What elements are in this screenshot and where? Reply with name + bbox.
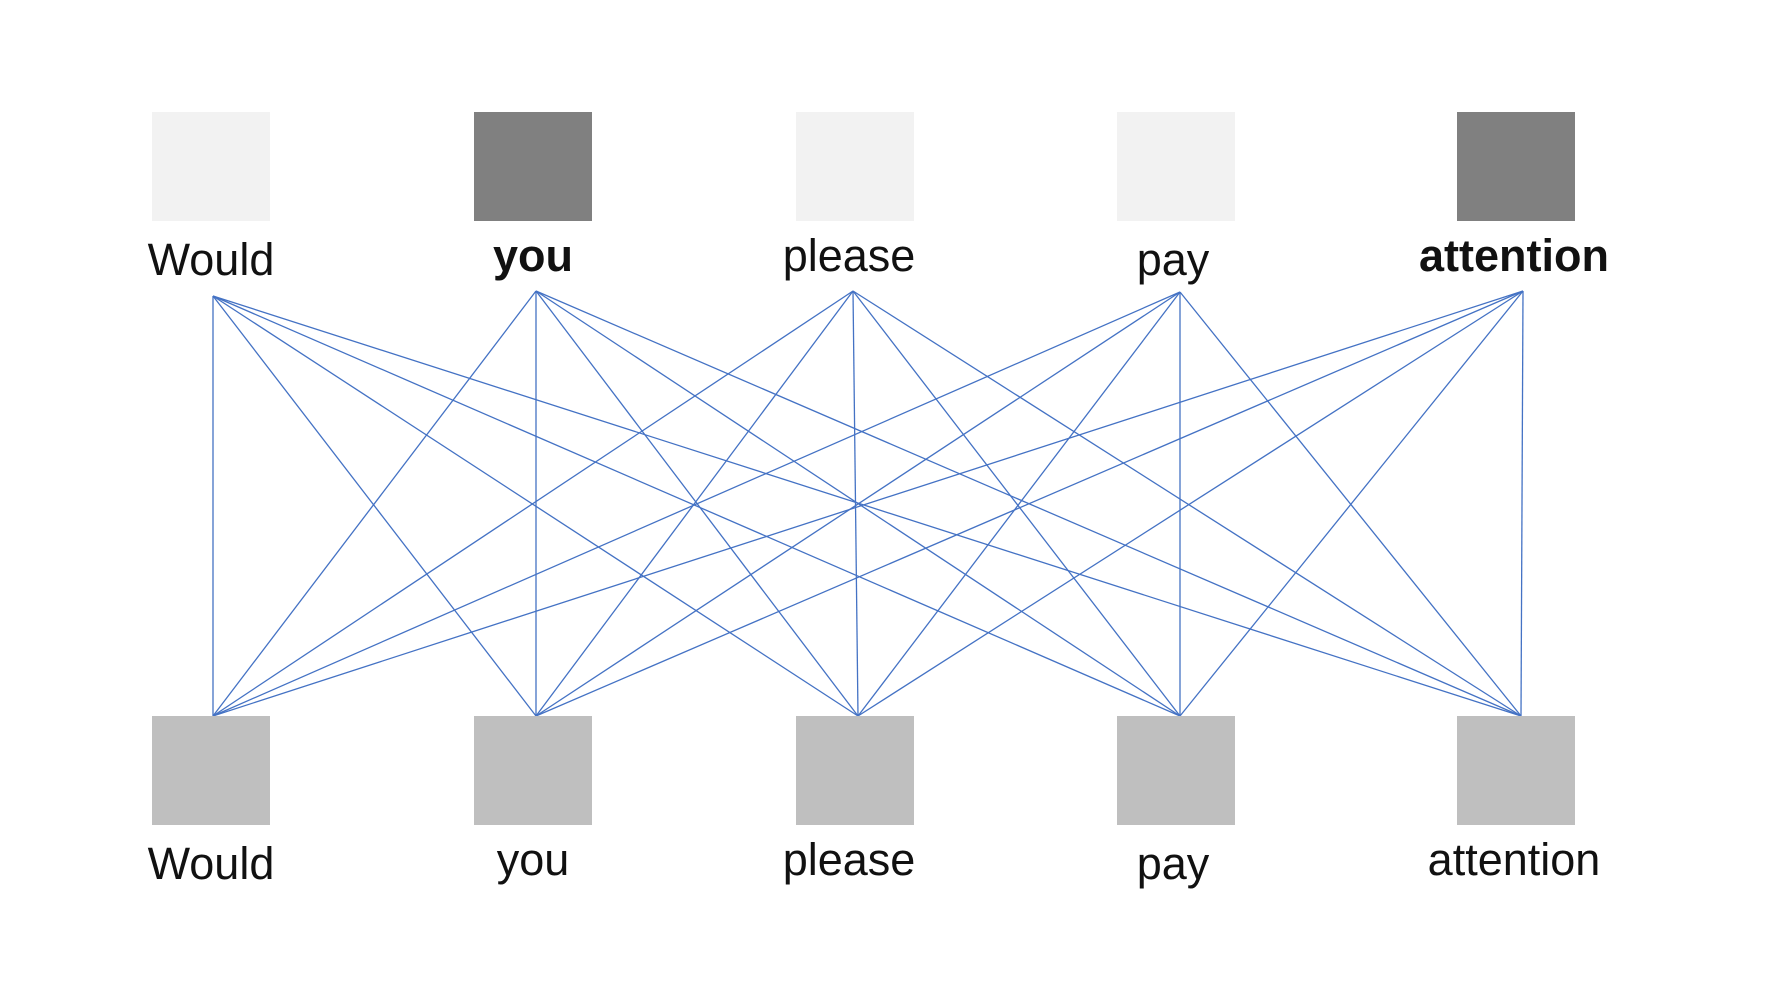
- connection-attention-to-please: [857, 290, 1524, 717]
- bottom-box-pay: [1117, 716, 1235, 825]
- connection-attention-to-would: [212, 290, 1524, 717]
- bottom-box-please: [796, 716, 914, 825]
- top-box-you: [474, 112, 592, 221]
- bottom-word-attention: attention: [1427, 834, 1601, 885]
- top-word-pay: pay: [1136, 234, 1210, 285]
- connection-attention-to-you: [535, 290, 1524, 717]
- top-word-attention: attention: [1419, 230, 1609, 281]
- top-word-please: please: [782, 230, 916, 281]
- bottom-word-pay: pay: [1136, 838, 1210, 889]
- connection-please-to-would: [212, 290, 854, 717]
- connection-please-to-please: [852, 290, 859, 717]
- bottom-box-you: [474, 716, 592, 825]
- connection-would-to-attention: [212, 295, 1522, 717]
- connection-pay-to-you: [535, 291, 1181, 717]
- connection-please-to-pay: [852, 290, 1181, 717]
- top-word-you: you: [492, 230, 573, 281]
- bottom-word-please: please: [782, 834, 916, 885]
- connection-would-to-pay: [212, 295, 1181, 717]
- bottom-box-would: [152, 716, 270, 825]
- top-box-please: [796, 112, 914, 221]
- top-box-would: [152, 112, 270, 221]
- connection-attention-to-attention: [1520, 290, 1524, 717]
- connection-you-to-would: [212, 290, 537, 717]
- top-box-attention: [1457, 112, 1575, 221]
- connection-please-to-attention: [852, 290, 1522, 717]
- bottom-word-you: you: [496, 834, 570, 885]
- bottom-word-would: Would: [147, 838, 275, 889]
- connection-attention-to-pay: [1179, 290, 1524, 717]
- bottom-box-attention: [1457, 716, 1575, 825]
- connection-would-to-you: [212, 295, 537, 717]
- connection-please-to-you: [535, 290, 854, 717]
- connection-pay-to-would: [212, 291, 1181, 717]
- top-word-would: Would: [147, 234, 275, 285]
- top-box-pay: [1117, 112, 1235, 221]
- connection-pay-to-please: [857, 291, 1181, 717]
